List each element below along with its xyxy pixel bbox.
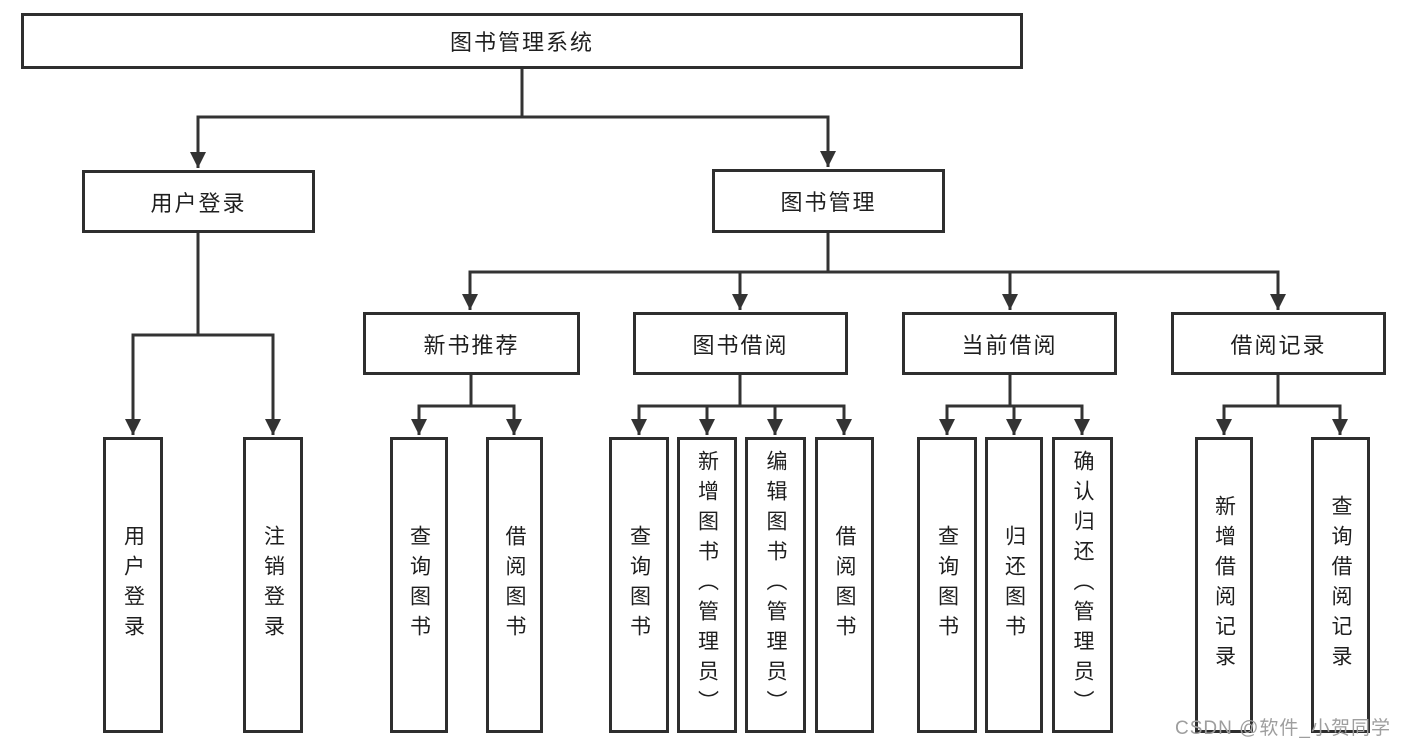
leaf-cb-confirm-return-admin: 确认归还（管理员） (1052, 437, 1113, 733)
leaf-bb-edit-books-admin-label: 编辑图书（管理员） (764, 450, 787, 720)
leaf-br-query-record: 查询借阅记录 (1311, 437, 1370, 733)
node-borrow-records-label: 借阅记录 (1230, 332, 1327, 358)
node-book-management: 图书管理 (712, 169, 945, 233)
node-book-borrow-label: 图书借阅 (692, 332, 789, 358)
leaf-cb-query-books-label: 查询图书 (935, 525, 959, 645)
node-new-book-recommend: 新书推荐 (363, 312, 580, 375)
leaf-nb-borrow-books: 借阅图书 (486, 437, 543, 733)
leaf-br-add-record-label: 新增借阅记录 (1212, 495, 1236, 675)
node-user-login-branch-label: 用户登录 (150, 190, 247, 216)
node-borrow-records: 借阅记录 (1171, 312, 1386, 375)
node-new-book-recommend-label: 新书推荐 (423, 332, 520, 358)
node-root-system: 图书管理系统 (21, 13, 1023, 69)
csdn-watermark: CSDN @软件_小贺同学 (1175, 718, 1391, 739)
leaf-logout-label: 注销登录 (261, 525, 285, 645)
leaf-br-add-record: 新增借阅记录 (1195, 437, 1253, 733)
leaf-bb-add-books-admin-label: 新增图书（管理员） (695, 450, 719, 720)
node-root-system-label: 图书管理系统 (449, 30, 594, 55)
leaf-bb-borrow-books-label: 借阅图书 (833, 525, 856, 645)
leaf-cb-return-books-label: 归还图书 (1002, 525, 1026, 645)
leaf-bb-edit-books-admin: 编辑图书（管理员） (745, 437, 806, 733)
leaf-bb-query-books-label: 查询图书 (627, 525, 651, 645)
leaf-user-login: 用户登录 (103, 437, 163, 733)
node-current-borrow: 当前借阅 (902, 312, 1117, 375)
leaf-nb-borrow-books-label: 借阅图书 (503, 525, 526, 645)
leaf-br-query-record-label: 查询借阅记录 (1329, 495, 1352, 675)
leaf-nb-query-books-label: 查询图书 (407, 525, 431, 645)
node-book-borrow: 图书借阅 (633, 312, 848, 375)
node-book-management-label: 图书管理 (780, 190, 877, 215)
leaf-user-login-label: 用户登录 (121, 525, 145, 645)
leaf-bb-query-books: 查询图书 (609, 437, 669, 733)
leaf-cb-return-books: 归还图书 (985, 437, 1043, 733)
node-user-login-branch: 用户登录 (82, 170, 315, 233)
leaf-nb-query-books: 查询图书 (390, 437, 448, 733)
leaf-cb-query-books: 查询图书 (917, 437, 977, 733)
node-current-borrow-label: 当前借阅 (961, 332, 1058, 358)
leaf-bb-borrow-books: 借阅图书 (815, 437, 874, 733)
leaf-bb-add-books-admin: 新增图书（管理员） (677, 437, 737, 733)
leaf-logout: 注销登录 (243, 437, 303, 733)
leaf-cb-confirm-return-admin-label: 确认归还（管理员） (1071, 450, 1094, 720)
